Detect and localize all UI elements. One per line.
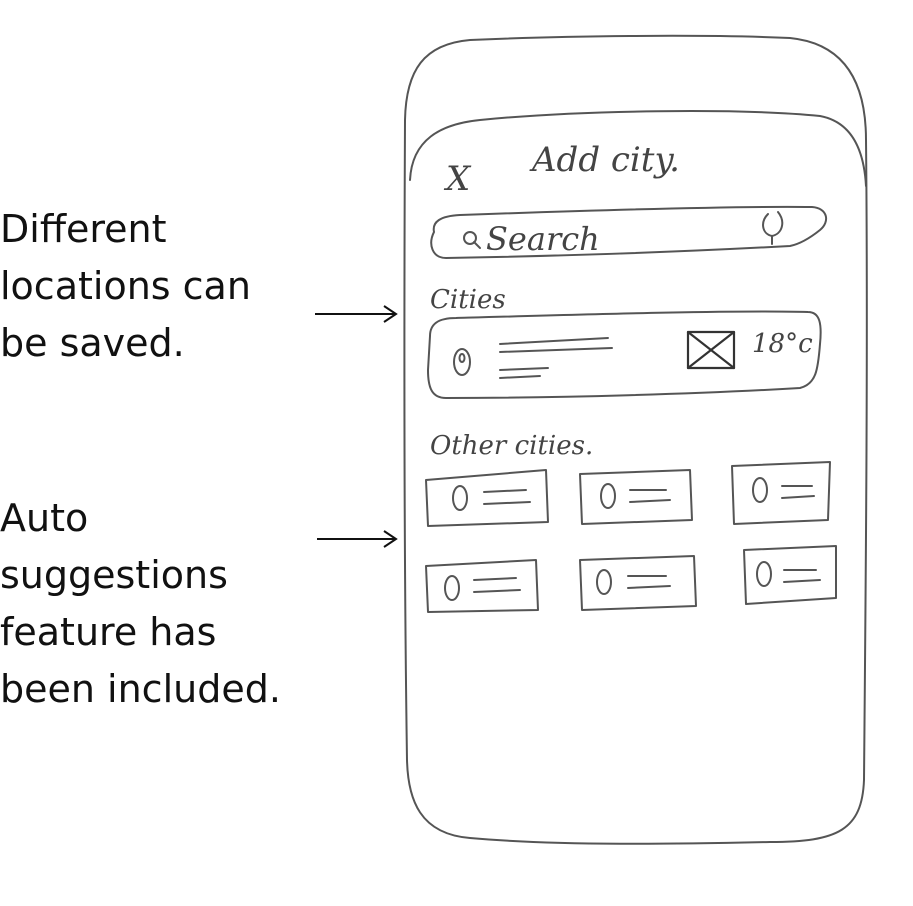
annotation-line: Different <box>0 207 167 251</box>
screen-title: Add city. <box>529 140 680 180</box>
location-pin-icon <box>756 561 772 587</box>
arrow-to-saved-cities <box>315 305 398 323</box>
location-pin-icon <box>444 575 460 601</box>
phone-frame <box>403 34 868 845</box>
other-city-card[interactable] <box>731 461 831 525</box>
annotation-auto-suggestions: Auto suggestions feature has been includ… <box>0 490 281 718</box>
weather-image-icon <box>686 330 736 370</box>
other-city-card[interactable] <box>743 545 837 605</box>
search-icon <box>463 231 477 245</box>
microphone-icon[interactable] <box>762 211 784 245</box>
section-label-cities: Cities <box>430 285 506 315</box>
location-pin-icon <box>600 483 616 509</box>
annotation-line: been included. <box>0 667 281 711</box>
other-city-card[interactable] <box>579 555 697 611</box>
screen-edge <box>409 110 867 187</box>
close-icon[interactable]: X <box>443 159 472 199</box>
annotation-line: feature has <box>0 610 217 654</box>
arrow-to-other-cities <box>317 530 398 548</box>
annotation-line: suggestions <box>0 553 228 597</box>
section-label-other-cities: Other cities. <box>430 431 593 461</box>
saved-city-card[interactable]: 18°c <box>427 310 822 399</box>
annotation-line: Auto <box>0 496 89 540</box>
other-city-card[interactable] <box>425 469 549 527</box>
location-pin-icon <box>453 348 471 376</box>
location-pin-icon <box>452 485 468 511</box>
other-city-card[interactable] <box>579 469 693 525</box>
annotation-line: locations can <box>0 264 251 308</box>
search-input[interactable]: Search <box>430 205 828 259</box>
temperature-value: 18°c <box>752 329 813 359</box>
annotation-saved-locations: Different locations can be saved. <box>0 201 251 372</box>
location-pin-icon <box>596 569 612 595</box>
annotation-line: be saved. <box>0 321 185 365</box>
location-pin-icon <box>752 477 768 503</box>
search-placeholder: Search <box>486 220 600 258</box>
other-city-card[interactable] <box>425 559 539 613</box>
